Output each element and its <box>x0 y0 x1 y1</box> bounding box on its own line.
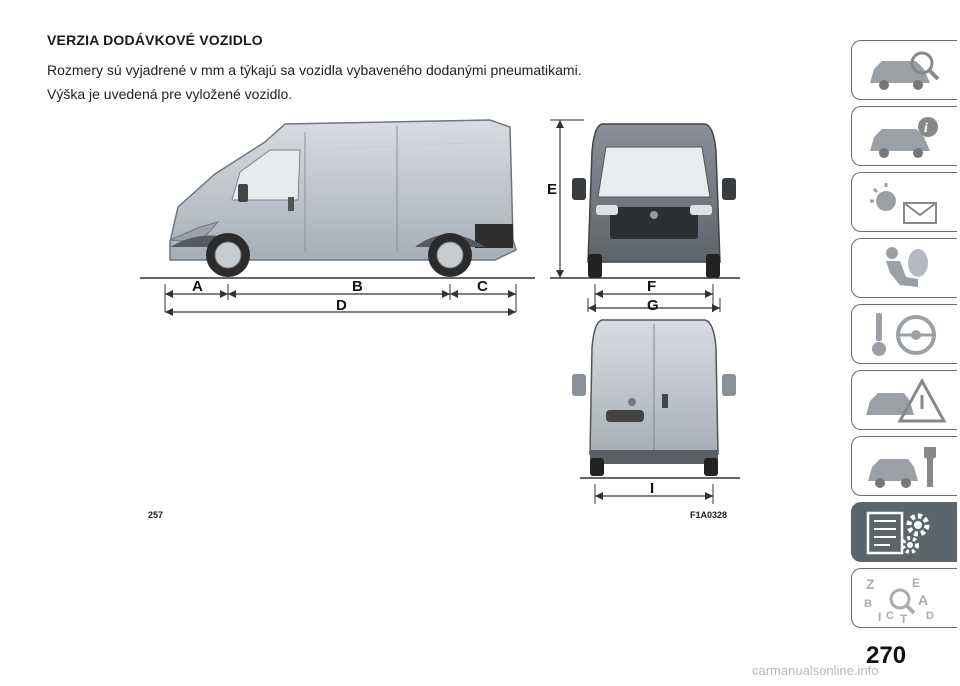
dim-label-e: E <box>547 181 557 198</box>
steering-key-icon <box>872 313 936 356</box>
svg-text:E: E <box>912 576 920 590</box>
tab-index[interactable]: Z E B A I C T D <box>851 568 957 628</box>
tab-car-info[interactable]: i <box>851 106 957 166</box>
svg-text:i: i <box>924 121 928 136</box>
page-number: 270 <box>866 642 907 669</box>
dim-label-f: F <box>647 278 656 295</box>
tab-emergency[interactable] <box>851 370 957 430</box>
van-diagram: A B C D E <box>140 119 740 504</box>
svg-text:D: D <box>926 610 934 622</box>
tab-safety[interactable] <box>851 238 957 298</box>
rear-dimension-lines: I <box>580 477 740 504</box>
van-side-view <box>169 119 517 277</box>
car-info-icon: i <box>870 117 938 158</box>
dim-label-a: A <box>192 278 203 295</box>
tab-technical-data[interactable] <box>851 502 957 562</box>
svg-text:T: T <box>900 612 908 625</box>
side-dimension-lines: A B C D <box>140 277 535 316</box>
dim-label-g: G <box>647 297 659 314</box>
van-dimensions-figure: A B C D E <box>140 112 760 512</box>
tab-maintenance[interactable] <box>851 436 957 496</box>
svg-text:Z: Z <box>866 576 875 592</box>
figure-number: 257 <box>148 510 164 520</box>
alphabet-index-icon: Z E B A I C T D <box>864 576 934 625</box>
height-note: Výška je uvedená pre vyložené vozidlo. <box>47 86 293 102</box>
front-dimension-lines: E F G <box>547 119 740 314</box>
svg-text:A: A <box>918 592 928 608</box>
car-warning-triangle-icon <box>866 377 947 423</box>
dim-label-i: I <box>650 480 654 497</box>
car-search-icon <box>870 51 940 90</box>
section-heading: VERZIA DODÁVKOVÉ VOZIDLO <box>47 32 263 48</box>
van-rear-view <box>572 319 736 476</box>
figure-code: F1A0328 <box>690 510 728 520</box>
van-front-view <box>572 123 736 278</box>
airbag-seat-icon <box>886 247 928 287</box>
tab-starting-driving[interactable] <box>851 304 957 364</box>
dimensions-note: Rozmery sú vyjadrené v mm a týkajú sa vo… <box>47 62 582 78</box>
tab-warning-lights[interactable] <box>851 172 957 232</box>
dim-label-b: B <box>352 278 363 295</box>
watermark: carmanualsonline.info <box>752 663 879 678</box>
dim-label-d: D <box>336 297 347 314</box>
svg-text:B: B <box>864 598 872 610</box>
warning-light-mail-icon <box>870 183 937 224</box>
tab-car-search[interactable] <box>851 40 957 100</box>
specs-gears-icon <box>866 511 930 555</box>
dim-label-c: C <box>477 278 488 295</box>
car-wrench-icon <box>868 447 936 488</box>
svg-text:C: C <box>886 610 894 622</box>
svg-text:I: I <box>878 610 881 624</box>
